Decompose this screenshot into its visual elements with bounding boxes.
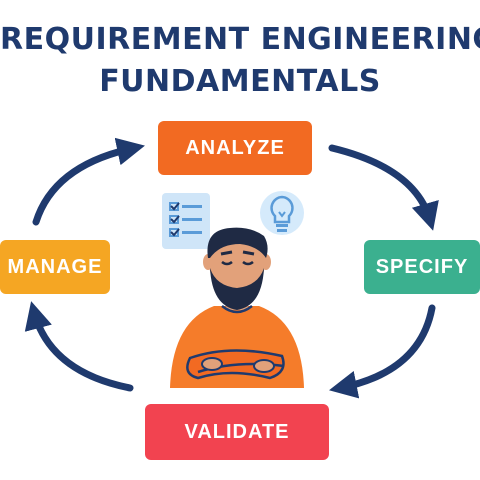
arrow-validate-to-manage xyxy=(24,301,134,392)
stage-validate: VALIDATE xyxy=(145,404,329,460)
stage-validate-label: VALIDATE xyxy=(184,420,290,443)
stage-manage: MANAGE xyxy=(0,240,110,294)
stage-specify-label: SPECIFY xyxy=(375,255,469,278)
diagram-title-line-1: REQUIREMENT ENGINEERING xyxy=(0,22,480,57)
arrow-analyze-to-specify xyxy=(328,144,439,231)
arrow-specify-to-validate xyxy=(329,304,436,399)
stage-analyze-label: ANALYZE xyxy=(185,136,285,159)
stage-specify: SPECIFY xyxy=(364,240,480,294)
diagram-title-line-2: FUNDAMENTALS xyxy=(99,64,381,99)
stage-manage-label: MANAGE xyxy=(7,255,103,278)
arrow-manage-to-analyze xyxy=(32,137,145,226)
stage-analyze: ANALYZE xyxy=(158,121,312,175)
thinking-person-illustration xyxy=(170,227,304,388)
checklist-icon xyxy=(162,193,210,249)
lightbulb-icon xyxy=(260,191,304,235)
